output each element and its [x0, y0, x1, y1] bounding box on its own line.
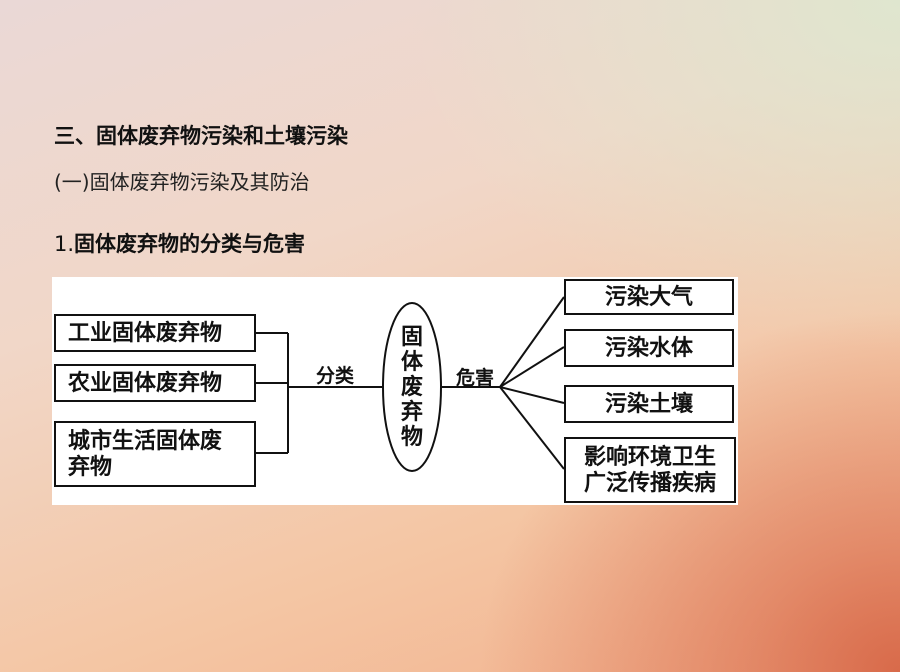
connector-hazard-4 — [499, 386, 565, 470]
item-title: 固体废弃物的分类与危害 — [74, 232, 306, 256]
center-ellipse — [382, 302, 442, 472]
subsection-heading: (一)固体废弃物污染及其防治 — [54, 170, 310, 194]
item-number: 1. — [54, 232, 75, 256]
hazard-box-air: 污染大气 — [564, 279, 734, 315]
hazard-box-water: 污染水体 — [564, 329, 734, 367]
section-heading: 三、固体废弃物污染和土壤污染 — [54, 124, 348, 148]
edge-label-classify: 分类 — [316, 365, 355, 387]
hazard-box-sanitation: 影响环境卫生 广泛传播疾病 — [564, 437, 736, 503]
edge-label-harm: 危害 — [456, 367, 495, 389]
connector-hazard-2 — [499, 346, 565, 388]
hazard-box-soil: 污染土壤 — [564, 385, 734, 423]
connector-hazard-1 — [499, 296, 565, 388]
diagram-connectors — [256, 296, 565, 472]
category-box-industrial: 工业固体废弃物 — [54, 314, 256, 352]
classification-diagram: 工业固体废弃物 农业固体废弃物 城市生活固体废 弃物 分类 危害 固体废弃物 污… — [52, 277, 738, 505]
connector-hazard-3 — [499, 386, 565, 404]
center-label: 固体废弃物 — [400, 324, 423, 450]
category-box-urban: 城市生活固体废 弃物 — [54, 421, 256, 487]
category-box-agricultural: 农业固体废弃物 — [54, 364, 256, 402]
item-heading: 1.固体废弃物的分类与危害 — [54, 228, 305, 258]
